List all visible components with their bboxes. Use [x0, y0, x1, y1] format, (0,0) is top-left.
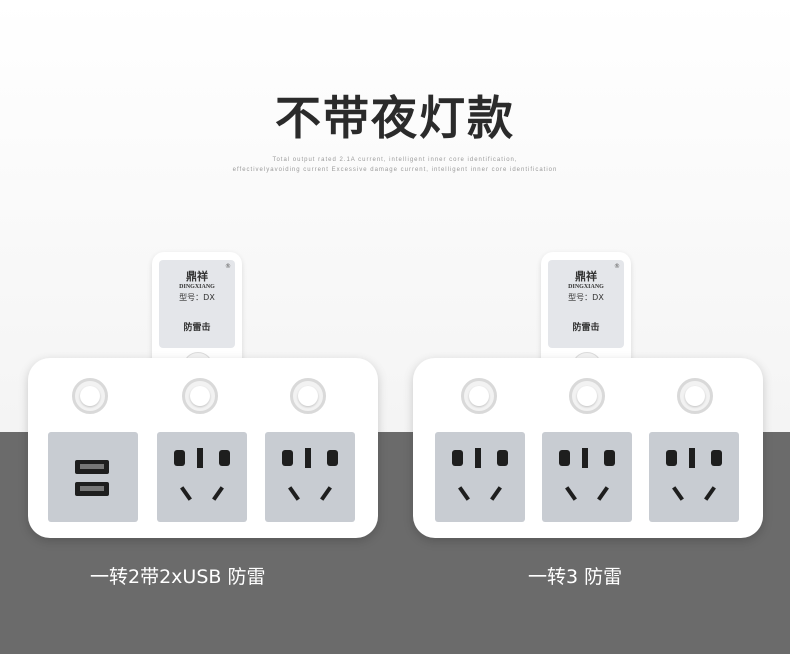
- brand-name-en: DINGXIANG: [179, 284, 215, 290]
- outlet-hole: [452, 450, 463, 466]
- registered-mark: ®: [614, 263, 620, 270]
- outlet-hole: [174, 450, 185, 466]
- outlet-1[interactable]: [157, 432, 247, 522]
- outlet-hole: [288, 486, 300, 501]
- brand-name: 鼎祥: [575, 270, 597, 283]
- label-panel: ® 鼎祥 DINGXIANG 型号：DX 防雷击: [548, 260, 624, 348]
- usb-panel: [48, 432, 138, 522]
- model-label: 型号：DX: [179, 293, 215, 302]
- outlet-hole: [582, 448, 588, 468]
- outlet-hole: [197, 448, 203, 468]
- switch-button-3[interactable]: [677, 378, 713, 414]
- outlet-hole: [212, 486, 224, 501]
- outlet-hole: [320, 486, 332, 501]
- usb-port-2[interactable]: [75, 482, 109, 496]
- outlet-hole: [597, 486, 609, 501]
- model-label: 型号：DX: [568, 293, 604, 302]
- brand-name-en: DINGXIANG: [568, 284, 604, 290]
- registered-mark: ®: [225, 263, 231, 270]
- outlet-hole: [497, 450, 508, 466]
- usb-port-1[interactable]: [75, 460, 109, 474]
- subtitle-line-1: Total output rated 2.1A current, intelli…: [272, 157, 518, 163]
- socket-body: [413, 358, 763, 538]
- switch-button-2[interactable]: [569, 378, 605, 414]
- outlet-hole: [666, 450, 677, 466]
- outlet-hole: [475, 448, 481, 468]
- switch-button-3[interactable]: [290, 378, 326, 414]
- outlet-hole: [565, 486, 577, 501]
- outlet-hole: [559, 450, 570, 466]
- brand-name: 鼎祥: [186, 270, 208, 283]
- outlet-hole: [458, 486, 470, 501]
- switch-button-1[interactable]: [461, 378, 497, 414]
- outlet-hole: [180, 486, 192, 501]
- caption-product-2: 一转3 防雷: [528, 566, 623, 588]
- outlet-1[interactable]: [435, 432, 525, 522]
- page-title: 不带夜灯款: [275, 91, 515, 145]
- label-panel: ® 鼎祥 DINGXIANG 型号：DX 防雷击: [159, 260, 235, 348]
- outlet-hole: [689, 448, 695, 468]
- subtitle-line-2: effectivelyavoiding current Excessive da…: [232, 167, 558, 173]
- outlet-hole: [711, 450, 722, 466]
- surge-protection-label: 防雷击: [183, 323, 211, 333]
- outlet-hole: [704, 486, 716, 501]
- outlet-hole: [672, 486, 684, 501]
- outlet-3[interactable]: [649, 432, 739, 522]
- outlet-hole: [305, 448, 311, 468]
- socket-body: [28, 358, 378, 538]
- outlet-2[interactable]: [542, 432, 632, 522]
- switch-button-2[interactable]: [182, 378, 218, 414]
- switch-button-1[interactable]: [72, 378, 108, 414]
- caption-product-1: 一转2带2xUSB 防雷: [90, 566, 266, 588]
- outlet-hole: [282, 450, 293, 466]
- outlet-2[interactable]: [265, 432, 355, 522]
- surge-protection-label: 防雷击: [572, 323, 600, 333]
- outlet-hole: [604, 450, 615, 466]
- outlet-hole: [327, 450, 338, 466]
- outlet-hole: [219, 450, 230, 466]
- outlet-hole: [490, 486, 502, 501]
